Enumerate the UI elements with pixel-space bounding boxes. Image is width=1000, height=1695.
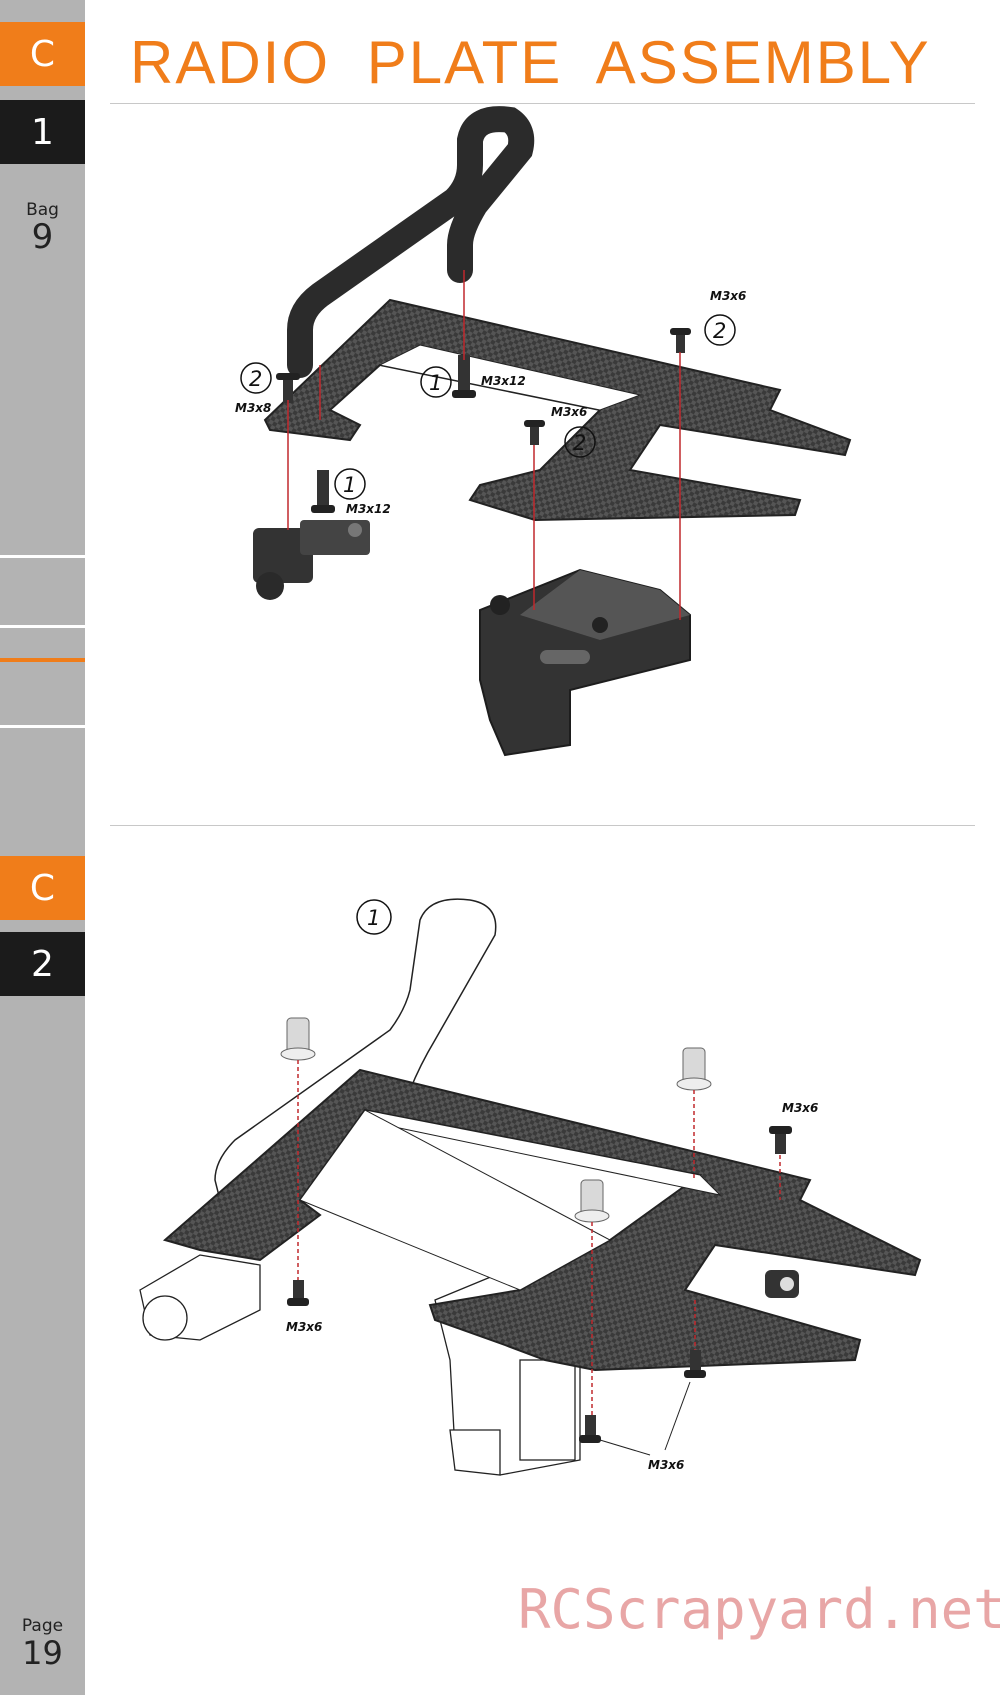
callout-circle	[240, 362, 272, 394]
callout-circle	[356, 899, 392, 935]
bag-label: Bag	[26, 200, 59, 220]
step-divider	[110, 825, 975, 826]
post-right	[676, 1047, 712, 1091]
page-title: RADIO PLATE ASSEMBLY	[130, 29, 931, 96]
screw-m3x6-right	[769, 1126, 792, 1154]
sidebar-stripe	[0, 625, 85, 628]
page-label: Page	[21, 1616, 64, 1636]
callout-m3x6-mid: M3x6	[551, 405, 587, 419]
screw-m3x6-left	[287, 1280, 309, 1306]
callout-m3x6-top: M3x6	[710, 289, 746, 303]
assembly-guide-lines	[287, 270, 681, 620]
radio-plate-cutout	[378, 344, 642, 411]
step1-number-tab: 1	[0, 100, 85, 164]
step1-illustration: M3x6 2 2 M3x8 1 M3x12 M3x6 2 1 M3x12	[235, 106, 852, 757]
callout-m3x6-left: M3x6	[286, 1320, 322, 1334]
screw-m3x6-bottom	[579, 1415, 601, 1443]
step2-section-tab: C	[0, 856, 85, 920]
callout-circle	[564, 426, 596, 458]
callout-number: 2	[249, 367, 262, 391]
callout-circle	[420, 366, 452, 398]
leader-lines	[599, 1381, 691, 1456]
screw-m3x6-bottom-right	[684, 1350, 706, 1378]
screw-m3x6-mid	[524, 420, 545, 445]
callout-number: 1	[343, 473, 356, 497]
callout-circle	[334, 468, 366, 500]
step2-illustration: 1 M3x6 M3x6 M3x6	[139, 898, 922, 1476]
radio-plate-window	[299, 1109, 612, 1291]
callout-number: 1	[429, 371, 442, 395]
bag-number: 9	[31, 217, 54, 257]
callout-m3x8: M3x8	[235, 401, 271, 415]
post-center	[574, 1179, 610, 1223]
callout-m3x12-low: M3x12	[346, 502, 391, 516]
callout-m3x12-center: M3x12	[481, 374, 526, 388]
screw-m3x6-top	[670, 328, 691, 353]
callout-number: 2	[713, 319, 726, 343]
left-mount-outline	[139, 1254, 261, 1341]
watermark: RCScrapyard.net	[518, 1578, 1000, 1641]
callout-m3x6-bottom: M3x6	[648, 1458, 684, 1472]
callout-circle	[704, 314, 736, 346]
radio-plate-part	[162, 1068, 922, 1372]
clamp-part	[765, 1270, 799, 1298]
sidebar-stripe	[0, 555, 85, 558]
callout-m3x6-right: M3x6	[782, 1101, 818, 1115]
step2-number-tab: 2	[0, 932, 85, 996]
radio-bar-part	[287, 106, 535, 378]
sidebar-stripe-accent	[0, 658, 85, 662]
post-left	[280, 1017, 316, 1061]
callout-number: 2	[573, 431, 586, 455]
bag-indicator: Bag 9	[0, 200, 85, 254]
servo-mount-part	[479, 568, 691, 757]
assembly-guide-lines	[297, 1060, 781, 1415]
callout-number: 1	[367, 906, 380, 930]
title-divider	[110, 103, 975, 104]
screw-m3x12-low	[311, 470, 335, 513]
screw-m3x8	[276, 373, 300, 403]
screw-m3x12-center	[452, 355, 476, 398]
left-mount-part	[253, 520, 370, 600]
step1-section-tab: C	[0, 22, 85, 86]
sidebar	[0, 0, 85, 1695]
sidebar-stripe	[0, 725, 85, 728]
page-number: 19	[22, 1634, 63, 1672]
page-indicator: Page 19	[0, 1616, 85, 1670]
